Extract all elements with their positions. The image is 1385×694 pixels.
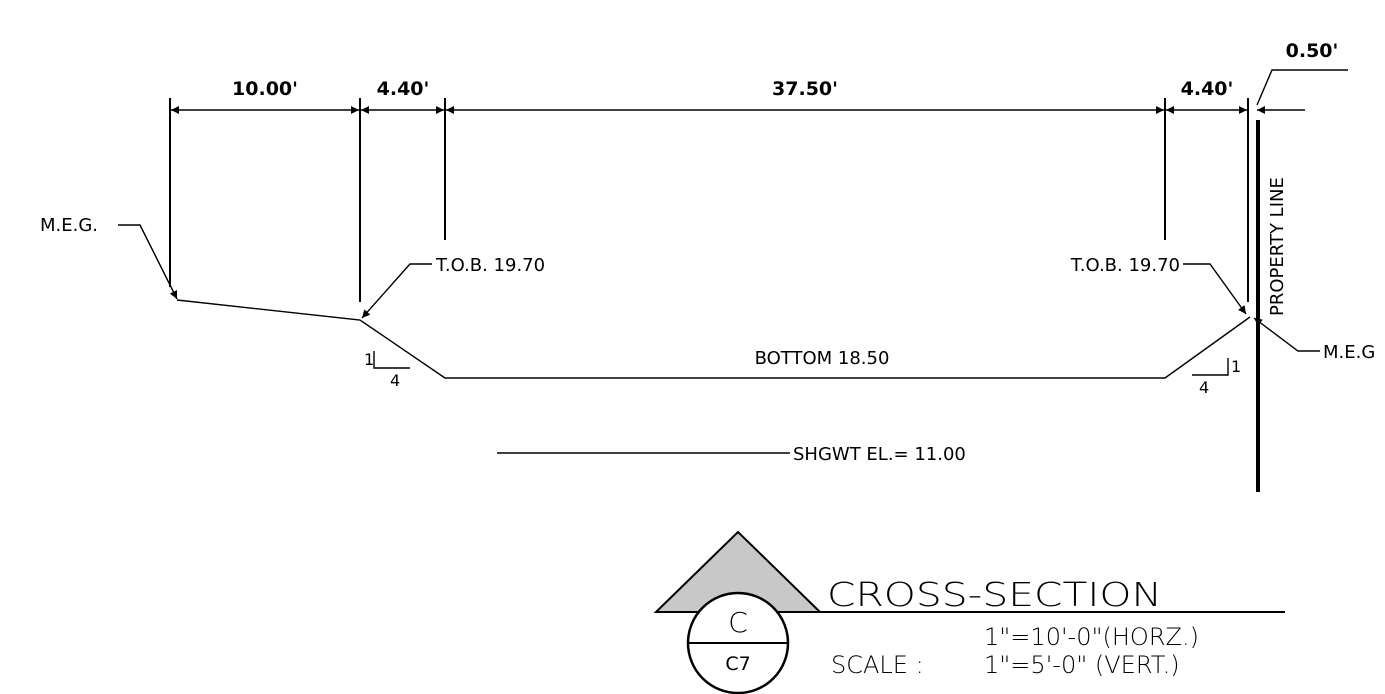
section-symbol — [653, 530, 823, 694]
bottom-label: BOTTOM 18.50 — [755, 348, 890, 369]
meg-right-label: M.E.G — [1323, 342, 1375, 363]
slope-right-run: 4 — [1199, 378, 1209, 397]
meg-left-label: M.E.G. — [40, 215, 98, 236]
scale-label: SCALE : — [831, 651, 924, 679]
ground-profile — [176, 299, 1251, 379]
tob-right-label: T.O.B. 19.70 — [1070, 255, 1180, 276]
section-title: CROSS-SECTION — [827, 575, 1162, 614]
tob-left-label: T.O.B. 19.70 — [435, 255, 545, 276]
slope-right-rise: 1 — [1231, 357, 1241, 376]
slope-left-rise: 1 — [364, 350, 374, 369]
slope-marker-right: 1 4 — [1192, 357, 1241, 397]
leaders — [118, 224, 1320, 352]
scale-horz: 1"=10'-0"(HORZ.) — [984, 623, 1199, 651]
scale-vert: 1"=5'-0" (VERT.) — [984, 651, 1180, 679]
slope-marker-left: 1 4 — [364, 350, 410, 390]
extension-lines — [169, 98, 1249, 302]
property-line-label: PROPERTY LINE — [1267, 177, 1288, 316]
dim-0-50: 0.50' — [1286, 40, 1339, 62]
section-letter: C — [728, 606, 748, 639]
slope-left-run: 4 — [390, 371, 400, 390]
dim-10-00: 10.00' — [232, 78, 298, 100]
dimension-line — [171, 69, 1348, 114]
dim-4-40-right: 4.40' — [1181, 78, 1234, 100]
dim-37-50: 37.50' — [772, 78, 838, 100]
sheet-number: C7 — [725, 653, 750, 675]
dim-4-40-left: 4.40' — [377, 78, 430, 100]
shgwt-label: SHGWT EL.= 11.00 — [793, 444, 966, 465]
